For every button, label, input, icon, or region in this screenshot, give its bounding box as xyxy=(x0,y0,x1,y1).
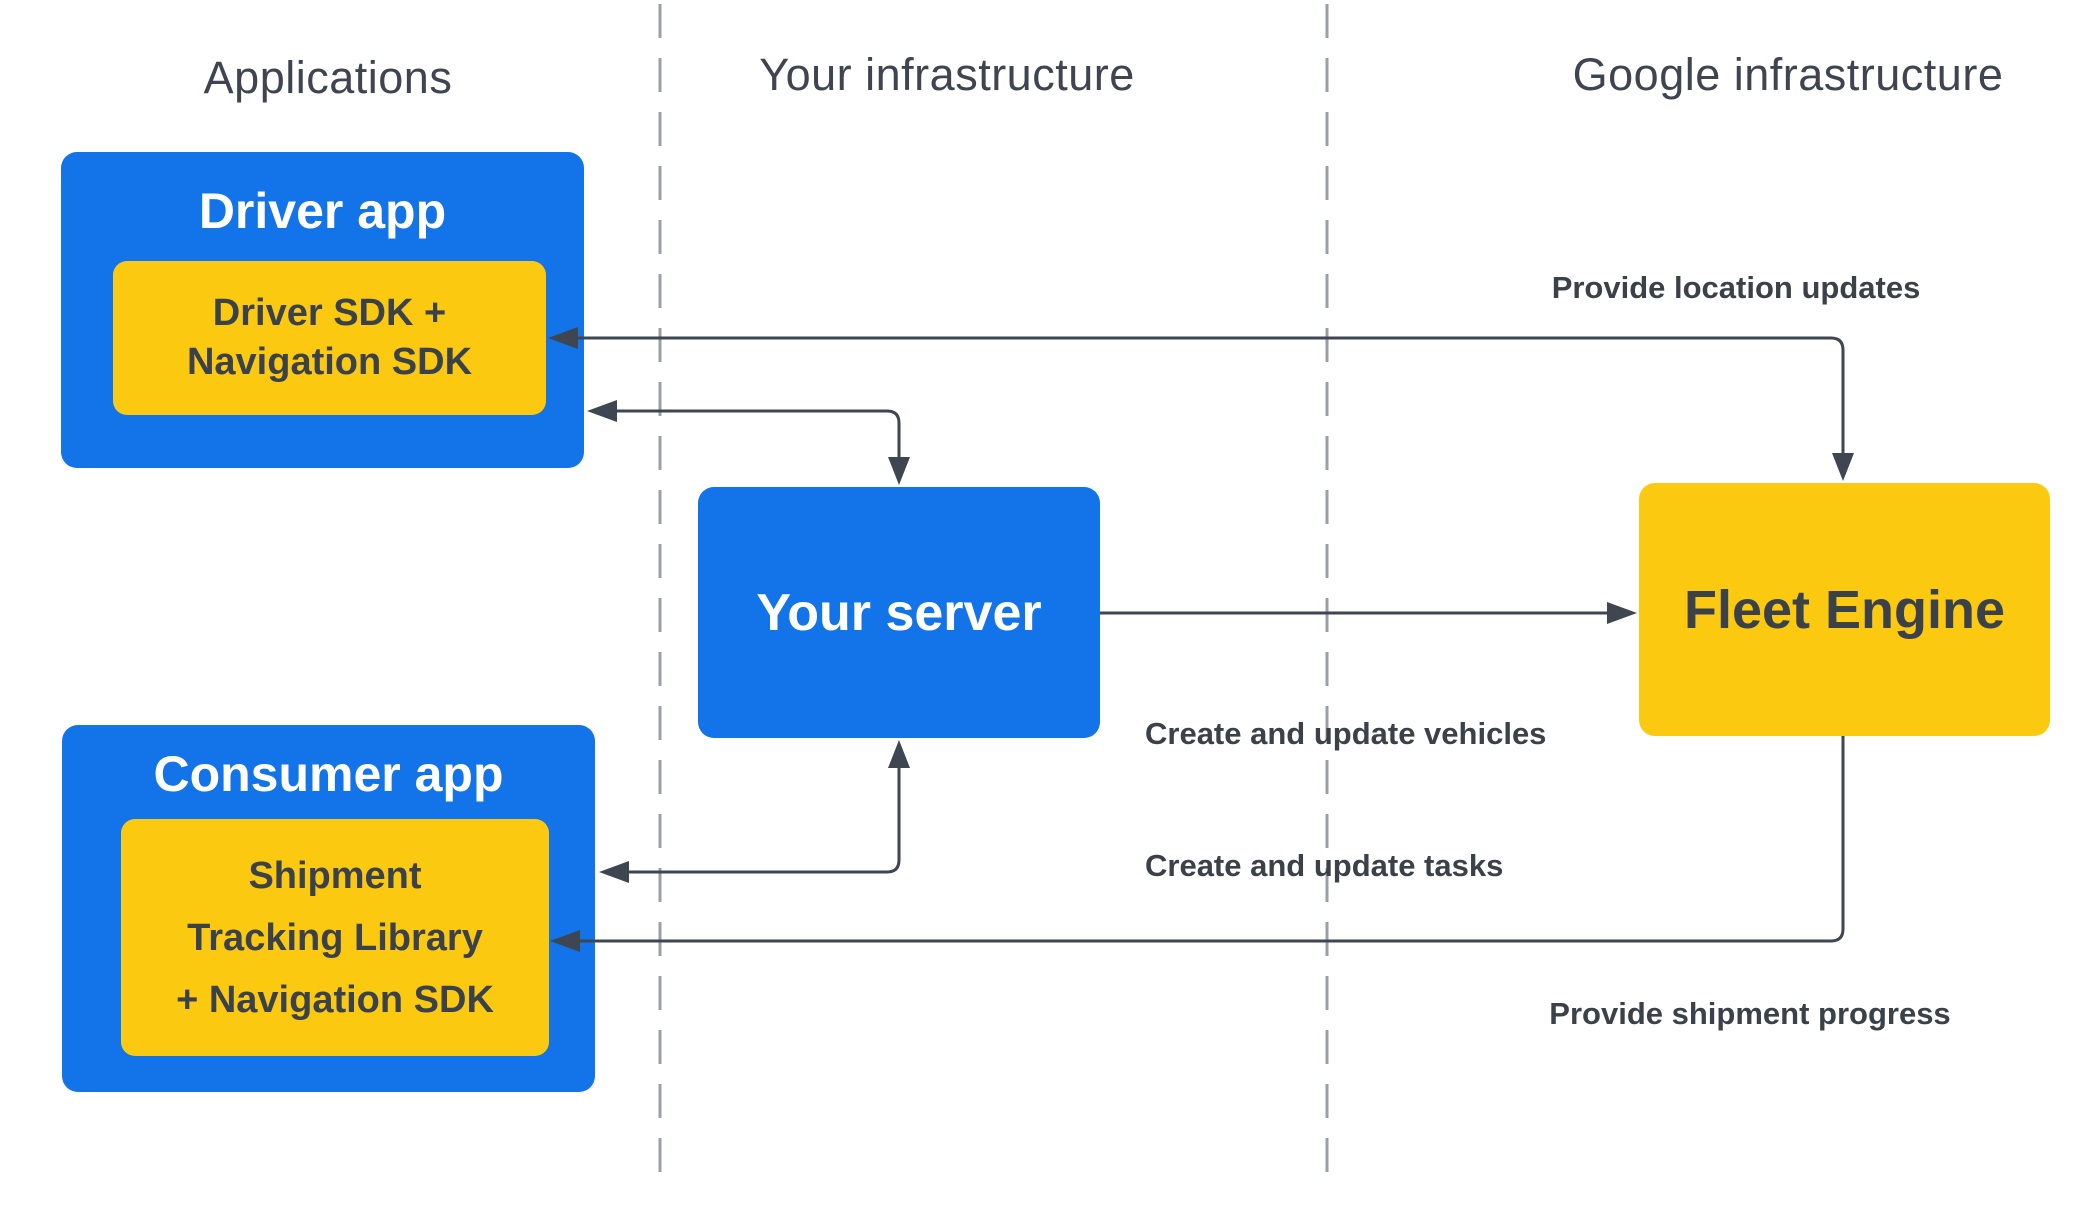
driver-sdk-line2: Navigation SDK xyxy=(186,341,473,383)
arrow-server-consumer-app xyxy=(599,740,910,883)
label-provide-location-updates: Provide location updates xyxy=(1551,270,1921,305)
arrowhead-down-icon xyxy=(888,457,910,485)
shipment-tracking-library-label: Shipment Tracking Library + Navigation S… xyxy=(121,845,549,1031)
driver-sdk-box: Driver SDK + Navigation SDK xyxy=(113,261,546,415)
label-create-and-update: Create and update vehicles Create and up… xyxy=(1145,624,1546,976)
fleet-engine-box: Fleet Engine xyxy=(1639,483,2050,736)
arrowhead-left-icon xyxy=(587,400,617,422)
label-provide-shipment-progress: Provide shipment progress xyxy=(1549,996,1951,1031)
driver-app-title: Driver app xyxy=(198,183,447,239)
arrowhead-left-icon xyxy=(599,861,629,883)
driver-app-box: Driver app Driver SDK + Navigation SDK xyxy=(61,152,584,468)
arrowhead-down-icon xyxy=(1832,453,1854,481)
driver-sdk-label: Driver SDK + Navigation SDK xyxy=(113,289,546,387)
arrowhead-right-icon xyxy=(1607,602,1637,624)
consumer-app-box: Consumer app Shipment Tracking Library +… xyxy=(62,725,595,1092)
consumer-app-title: Consumer app xyxy=(153,746,504,802)
driver-sdk-line1: Driver SDK + xyxy=(212,292,447,334)
shipment-tracking-line1: Shipment xyxy=(248,854,422,897)
shipment-tracking-library-box: Shipment Tracking Library + Navigation S… xyxy=(121,819,549,1056)
your-server-box: Your server xyxy=(698,487,1100,738)
arrow-location-updates xyxy=(548,327,1854,481)
your-server-title: Your server xyxy=(756,583,1042,642)
column-header-applications: Applications xyxy=(203,52,453,103)
label-create-update-tasks: Create and update tasks xyxy=(1145,848,1504,883)
arrow-driver-app-your-server xyxy=(587,400,910,485)
shipment-tracking-line2: Tracking Library xyxy=(187,916,483,959)
arrow-server-fleet-engine xyxy=(1100,602,1637,624)
column-header-your-infrastructure: Your infrastructure xyxy=(759,49,1135,100)
fleet-engine-title: Fleet Engine xyxy=(1683,579,2006,640)
label-create-update-vehicles: Create and update vehicles xyxy=(1145,716,1547,751)
shipment-tracking-line3: + Navigation SDK xyxy=(176,978,494,1021)
arrowhead-up-icon xyxy=(888,740,910,768)
column-header-google-infrastructure: Google infrastructure xyxy=(1572,49,2004,100)
